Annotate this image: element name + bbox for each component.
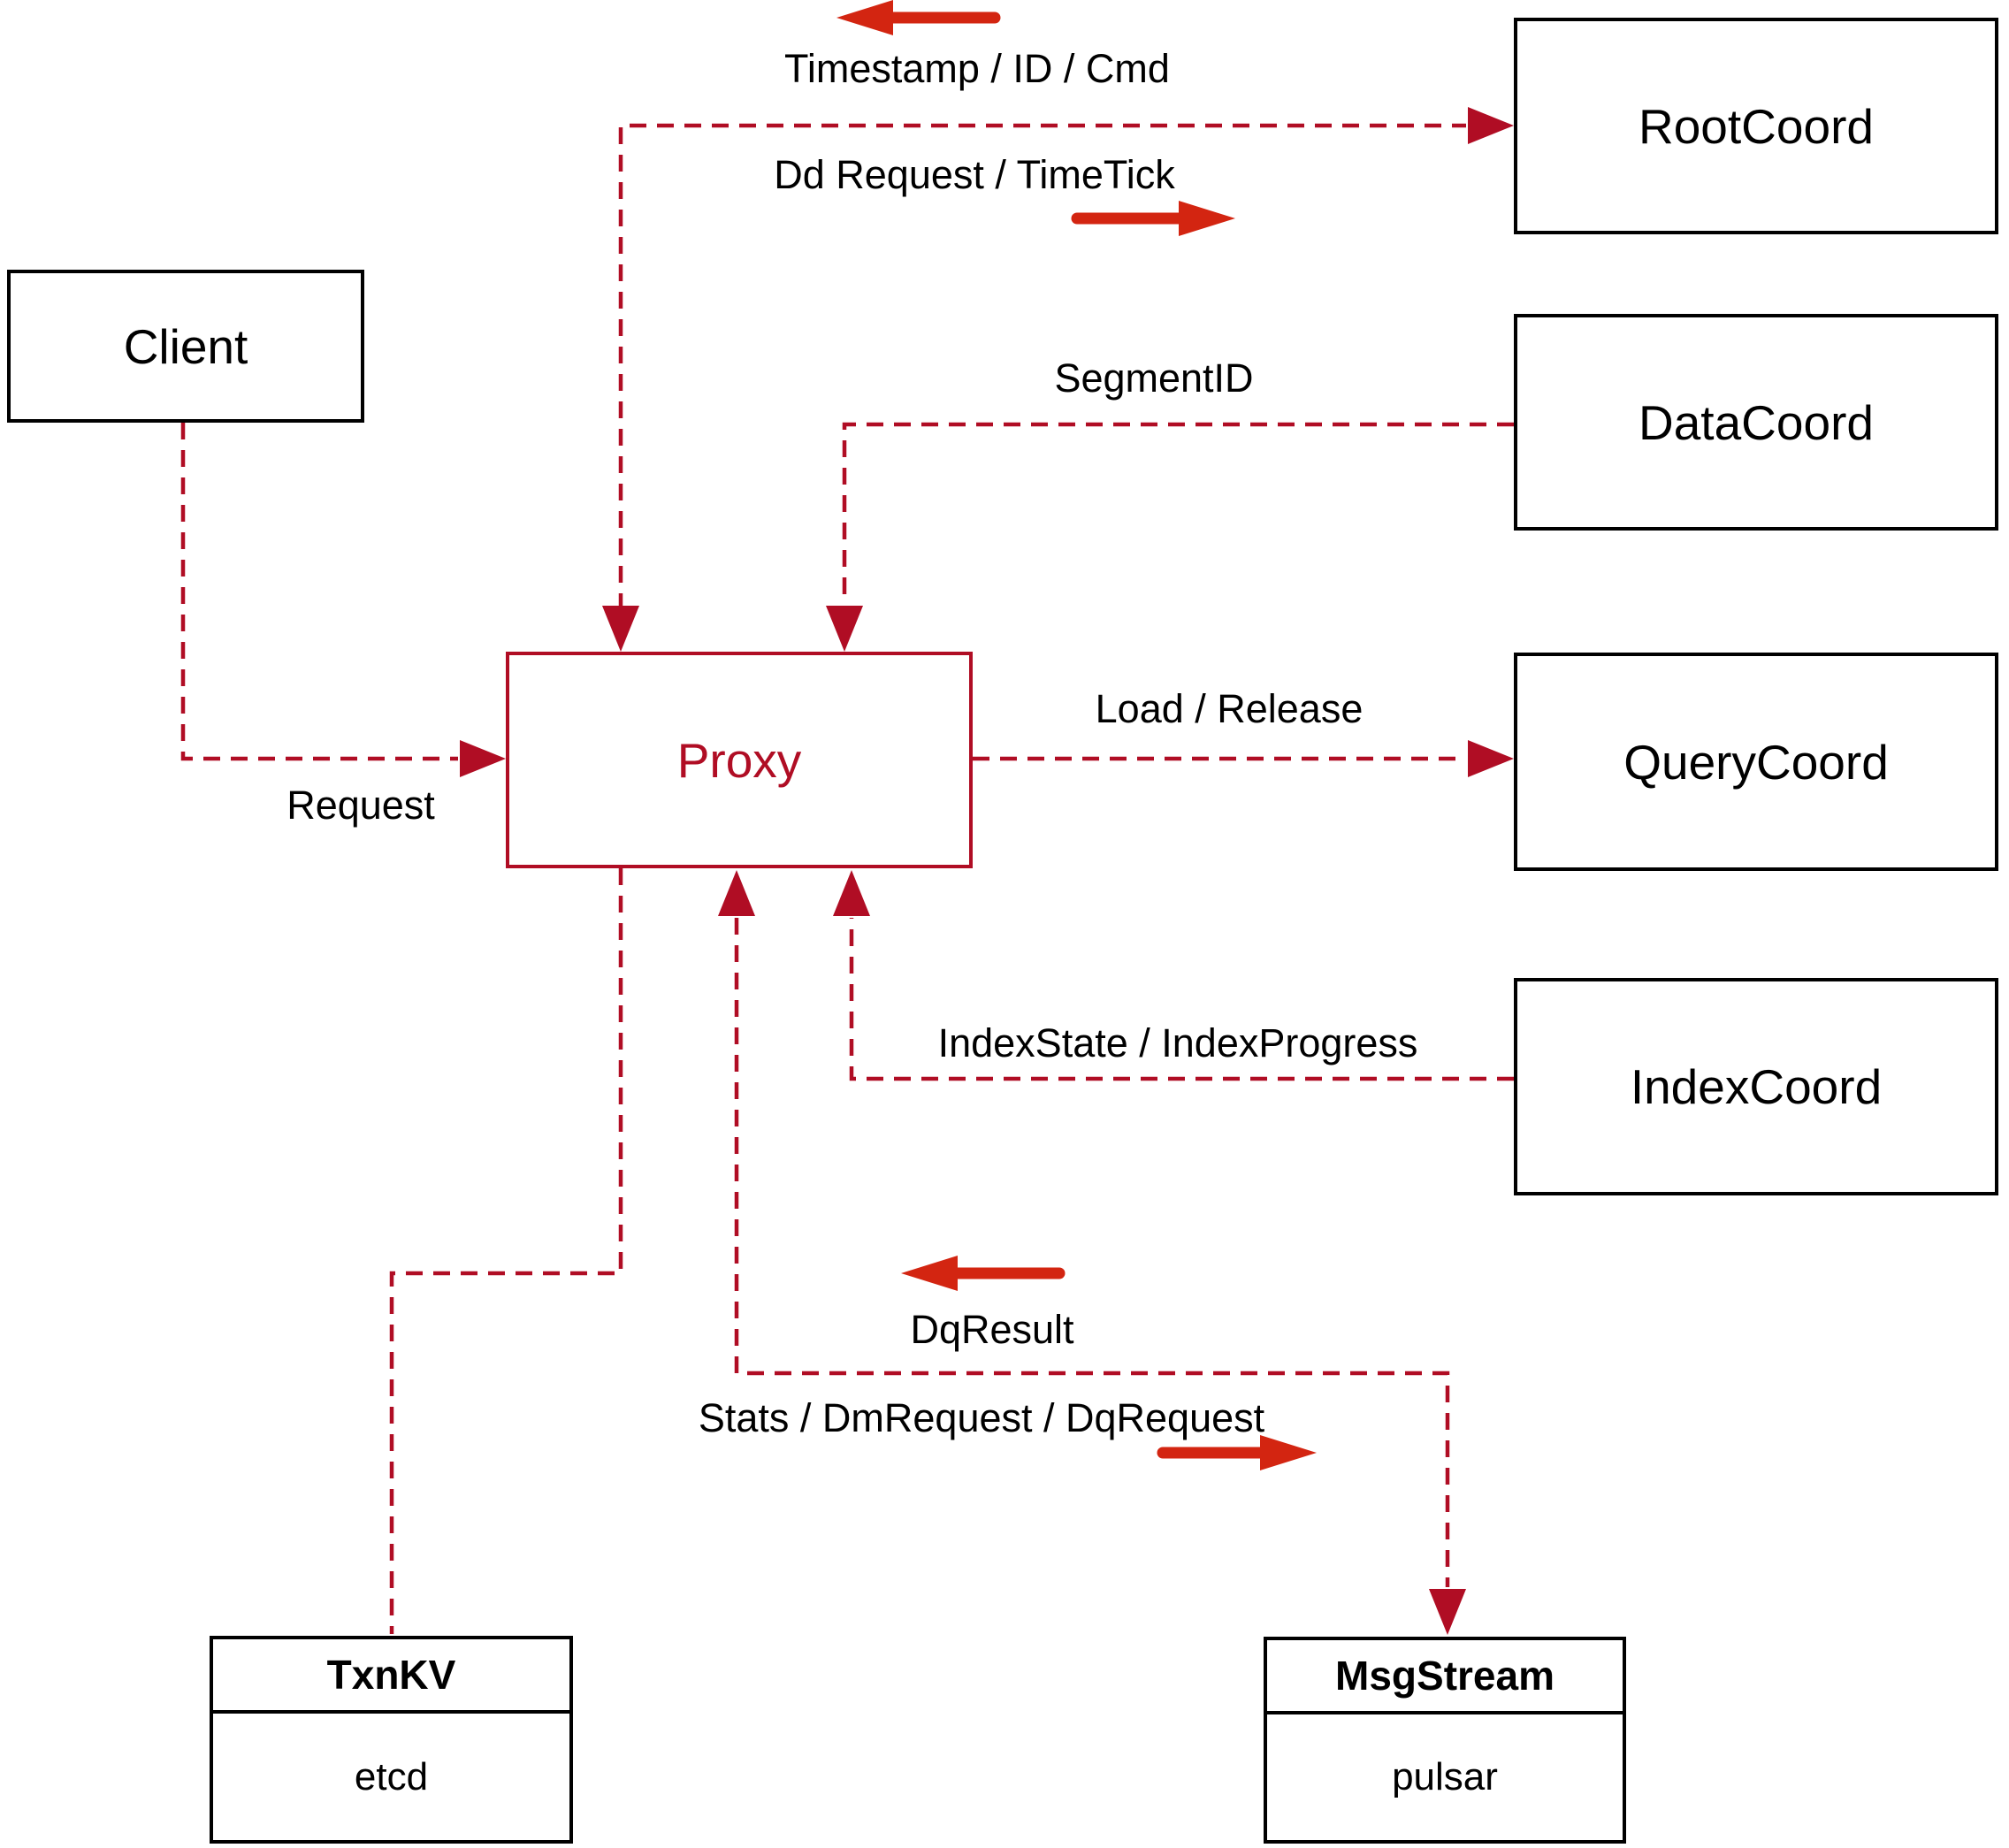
datacoord-label: DataCoord bbox=[1639, 394, 1874, 450]
edge-label-dd-request-timetick: Dd Request / TimeTick bbox=[774, 152, 1175, 197]
rootcoord-label: RootCoord bbox=[1639, 98, 1874, 154]
txnkv-node: TxnKV etcd bbox=[210, 1636, 573, 1844]
dq-result-direction-arrow-left bbox=[901, 1256, 1066, 1291]
proxy-label: Proxy bbox=[676, 732, 802, 788]
edge-label-index-state-progress: IndexState / IndexProgress bbox=[937, 1020, 1418, 1065]
msgstream-impl: pulsar bbox=[1392, 1755, 1498, 1798]
arrowhead-into-proxy-bottom-left bbox=[718, 870, 755, 916]
arrowhead-into-proxy-bottom-right bbox=[833, 870, 870, 916]
datacoord-node: DataCoord bbox=[1514, 314, 1998, 531]
edge-client-proxy bbox=[180, 423, 458, 761]
edge-label-segment-id: SegmentID bbox=[1054, 355, 1254, 401]
edge-label-timestamp-id-cmd: Timestamp / ID / Cmd bbox=[784, 46, 1170, 91]
client-node: Client bbox=[7, 270, 364, 423]
arrowhead-into-querycoord bbox=[1468, 740, 1514, 777]
txnkv-title: TxnKV bbox=[213, 1639, 569, 1714]
edge-label-request: Request bbox=[286, 783, 435, 828]
dd-request-direction-arrow-right bbox=[1071, 201, 1235, 236]
timestamp-direction-arrow-left bbox=[836, 0, 1001, 35]
arrowhead-into-proxy-top-right bbox=[826, 606, 863, 652]
edge-indexcoord-proxy bbox=[849, 918, 1514, 1081]
txnkv-impl: etcd bbox=[354, 1754, 429, 1798]
stats-direction-arrow-right bbox=[1157, 1435, 1317, 1470]
arrowhead-into-proxy-top-left bbox=[602, 606, 639, 652]
edge-label-dq-result: DqResult bbox=[910, 1307, 1074, 1352]
arrowhead-into-rootcoord bbox=[1468, 107, 1514, 144]
edge-proxy-txnkv bbox=[389, 868, 623, 1634]
edge-label-load-release: Load / Release bbox=[1095, 686, 1364, 731]
arrowhead-into-proxy-left bbox=[460, 740, 506, 777]
indexcoord-label: IndexCoord bbox=[1630, 1059, 1883, 1114]
rootcoord-node: RootCoord bbox=[1514, 18, 1998, 234]
querycoord-node: QueryCoord bbox=[1514, 653, 1998, 871]
indexcoord-node: IndexCoord bbox=[1514, 978, 1998, 1195]
edge-datacoord-proxy bbox=[842, 422, 1514, 605]
msgstream-title: MsgStream bbox=[1267, 1640, 1623, 1714]
edge-label-stats-dm-dq-request: Stats / DmRequest / DqRequest bbox=[698, 1395, 1265, 1440]
proxy-node: Proxy bbox=[506, 652, 973, 868]
arrowhead-into-msgstream bbox=[1429, 1589, 1466, 1635]
querycoord-label: QueryCoord bbox=[1623, 734, 1889, 790]
edge-proxy-msgstream bbox=[734, 918, 1450, 1587]
edge-proxy-rootcoord bbox=[618, 123, 1466, 610]
msgstream-node: MsgStream pulsar bbox=[1264, 1637, 1626, 1844]
client-label: Client bbox=[123, 318, 248, 374]
